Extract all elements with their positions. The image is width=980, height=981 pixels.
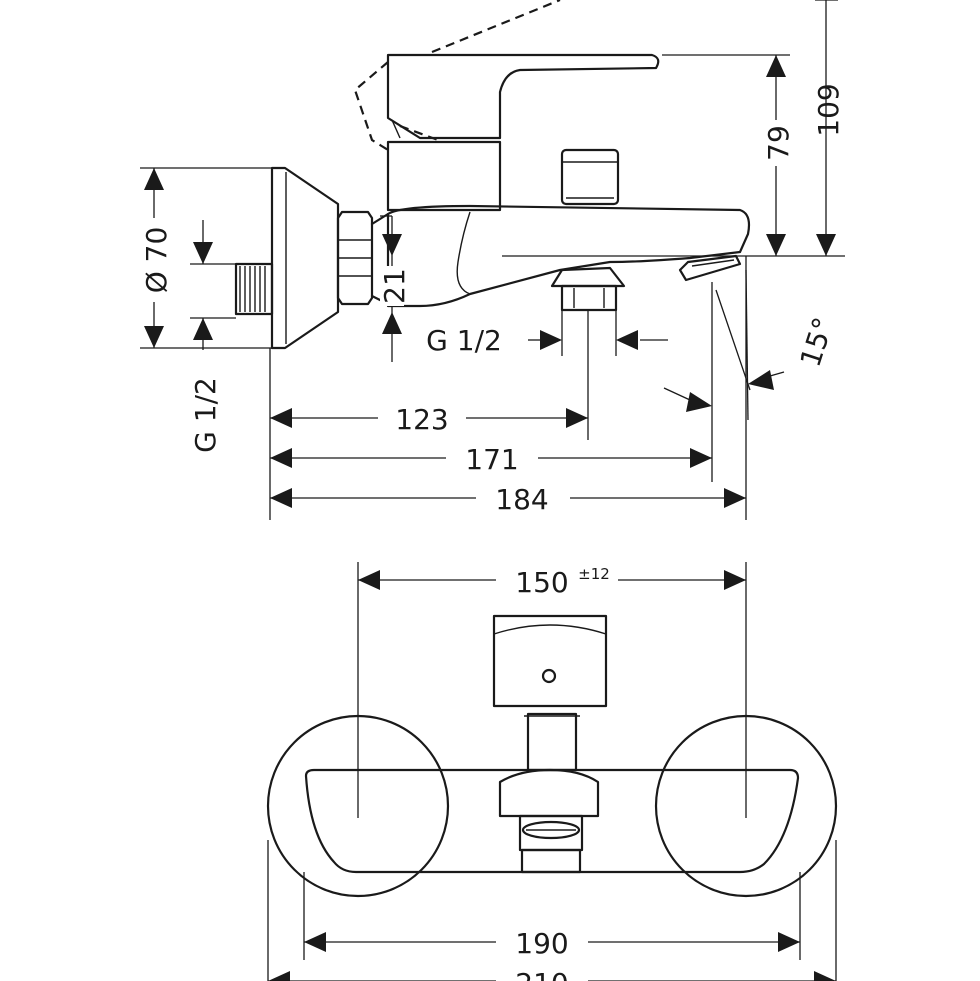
dim-outlet-thread: G 1/2 (426, 310, 668, 357)
spout-body (386, 204, 751, 308)
side-view: 109 79 Ø 70 G 1/2 (140, 0, 845, 520)
dim-109-label: 109 (812, 83, 845, 136)
dim-21: 21 (378, 216, 411, 362)
inlet-thread (234, 262, 274, 316)
lever-handle (386, 53, 660, 212)
dim-150-label: 150 (515, 566, 568, 599)
dim-inlet-thread-label: G 1/2 (189, 377, 222, 453)
dim-21-label: 21 (378, 268, 411, 304)
dim-dia70-label: Ø 70 (140, 227, 173, 294)
dim-150: 150 ±12 (358, 560, 746, 599)
dim-angle-label: 15° (794, 313, 841, 370)
front-body (304, 768, 800, 874)
front-view: 150 ±12 190 210 (266, 560, 838, 981)
handle-indicator (541, 668, 557, 684)
dim-171: 171 (270, 438, 712, 476)
diverter-knob (560, 148, 620, 206)
dim-79: 79 (762, 55, 795, 256)
dim-109: 109 (812, 0, 845, 256)
dim-190: 190 (304, 922, 800, 960)
dim-210: 210 (268, 967, 836, 981)
dim-dia70: Ø 70 (140, 168, 173, 348)
spout-aerator (678, 254, 742, 282)
front-extension-lines (267, 562, 837, 981)
dim-123-label: 123 (395, 403, 448, 436)
dim-123: 123 (270, 398, 588, 436)
dim-171-label: 171 (465, 443, 518, 476)
lever-handle-raised-outline (353, 0, 561, 151)
dim-150-tolerance: ±12 (578, 565, 610, 583)
front-spout (498, 768, 600, 874)
dim-inlet-thread: G 1/2 (189, 220, 222, 453)
wall-flange (270, 166, 340, 350)
hex-nut (336, 210, 374, 306)
dim-210-label: 210 (515, 967, 568, 981)
dim-79-label: 79 (762, 125, 795, 161)
bottom-outlet (550, 266, 626, 312)
dim-190-label: 190 (515, 927, 568, 960)
front-handle (492, 614, 608, 772)
dim-184: 184 (270, 478, 746, 516)
dim-outlet-thread-label: G 1/2 (426, 324, 502, 357)
aerator (521, 820, 581, 840)
dim-angle: 15° (663, 313, 841, 412)
dim-184-label: 184 (495, 483, 548, 516)
